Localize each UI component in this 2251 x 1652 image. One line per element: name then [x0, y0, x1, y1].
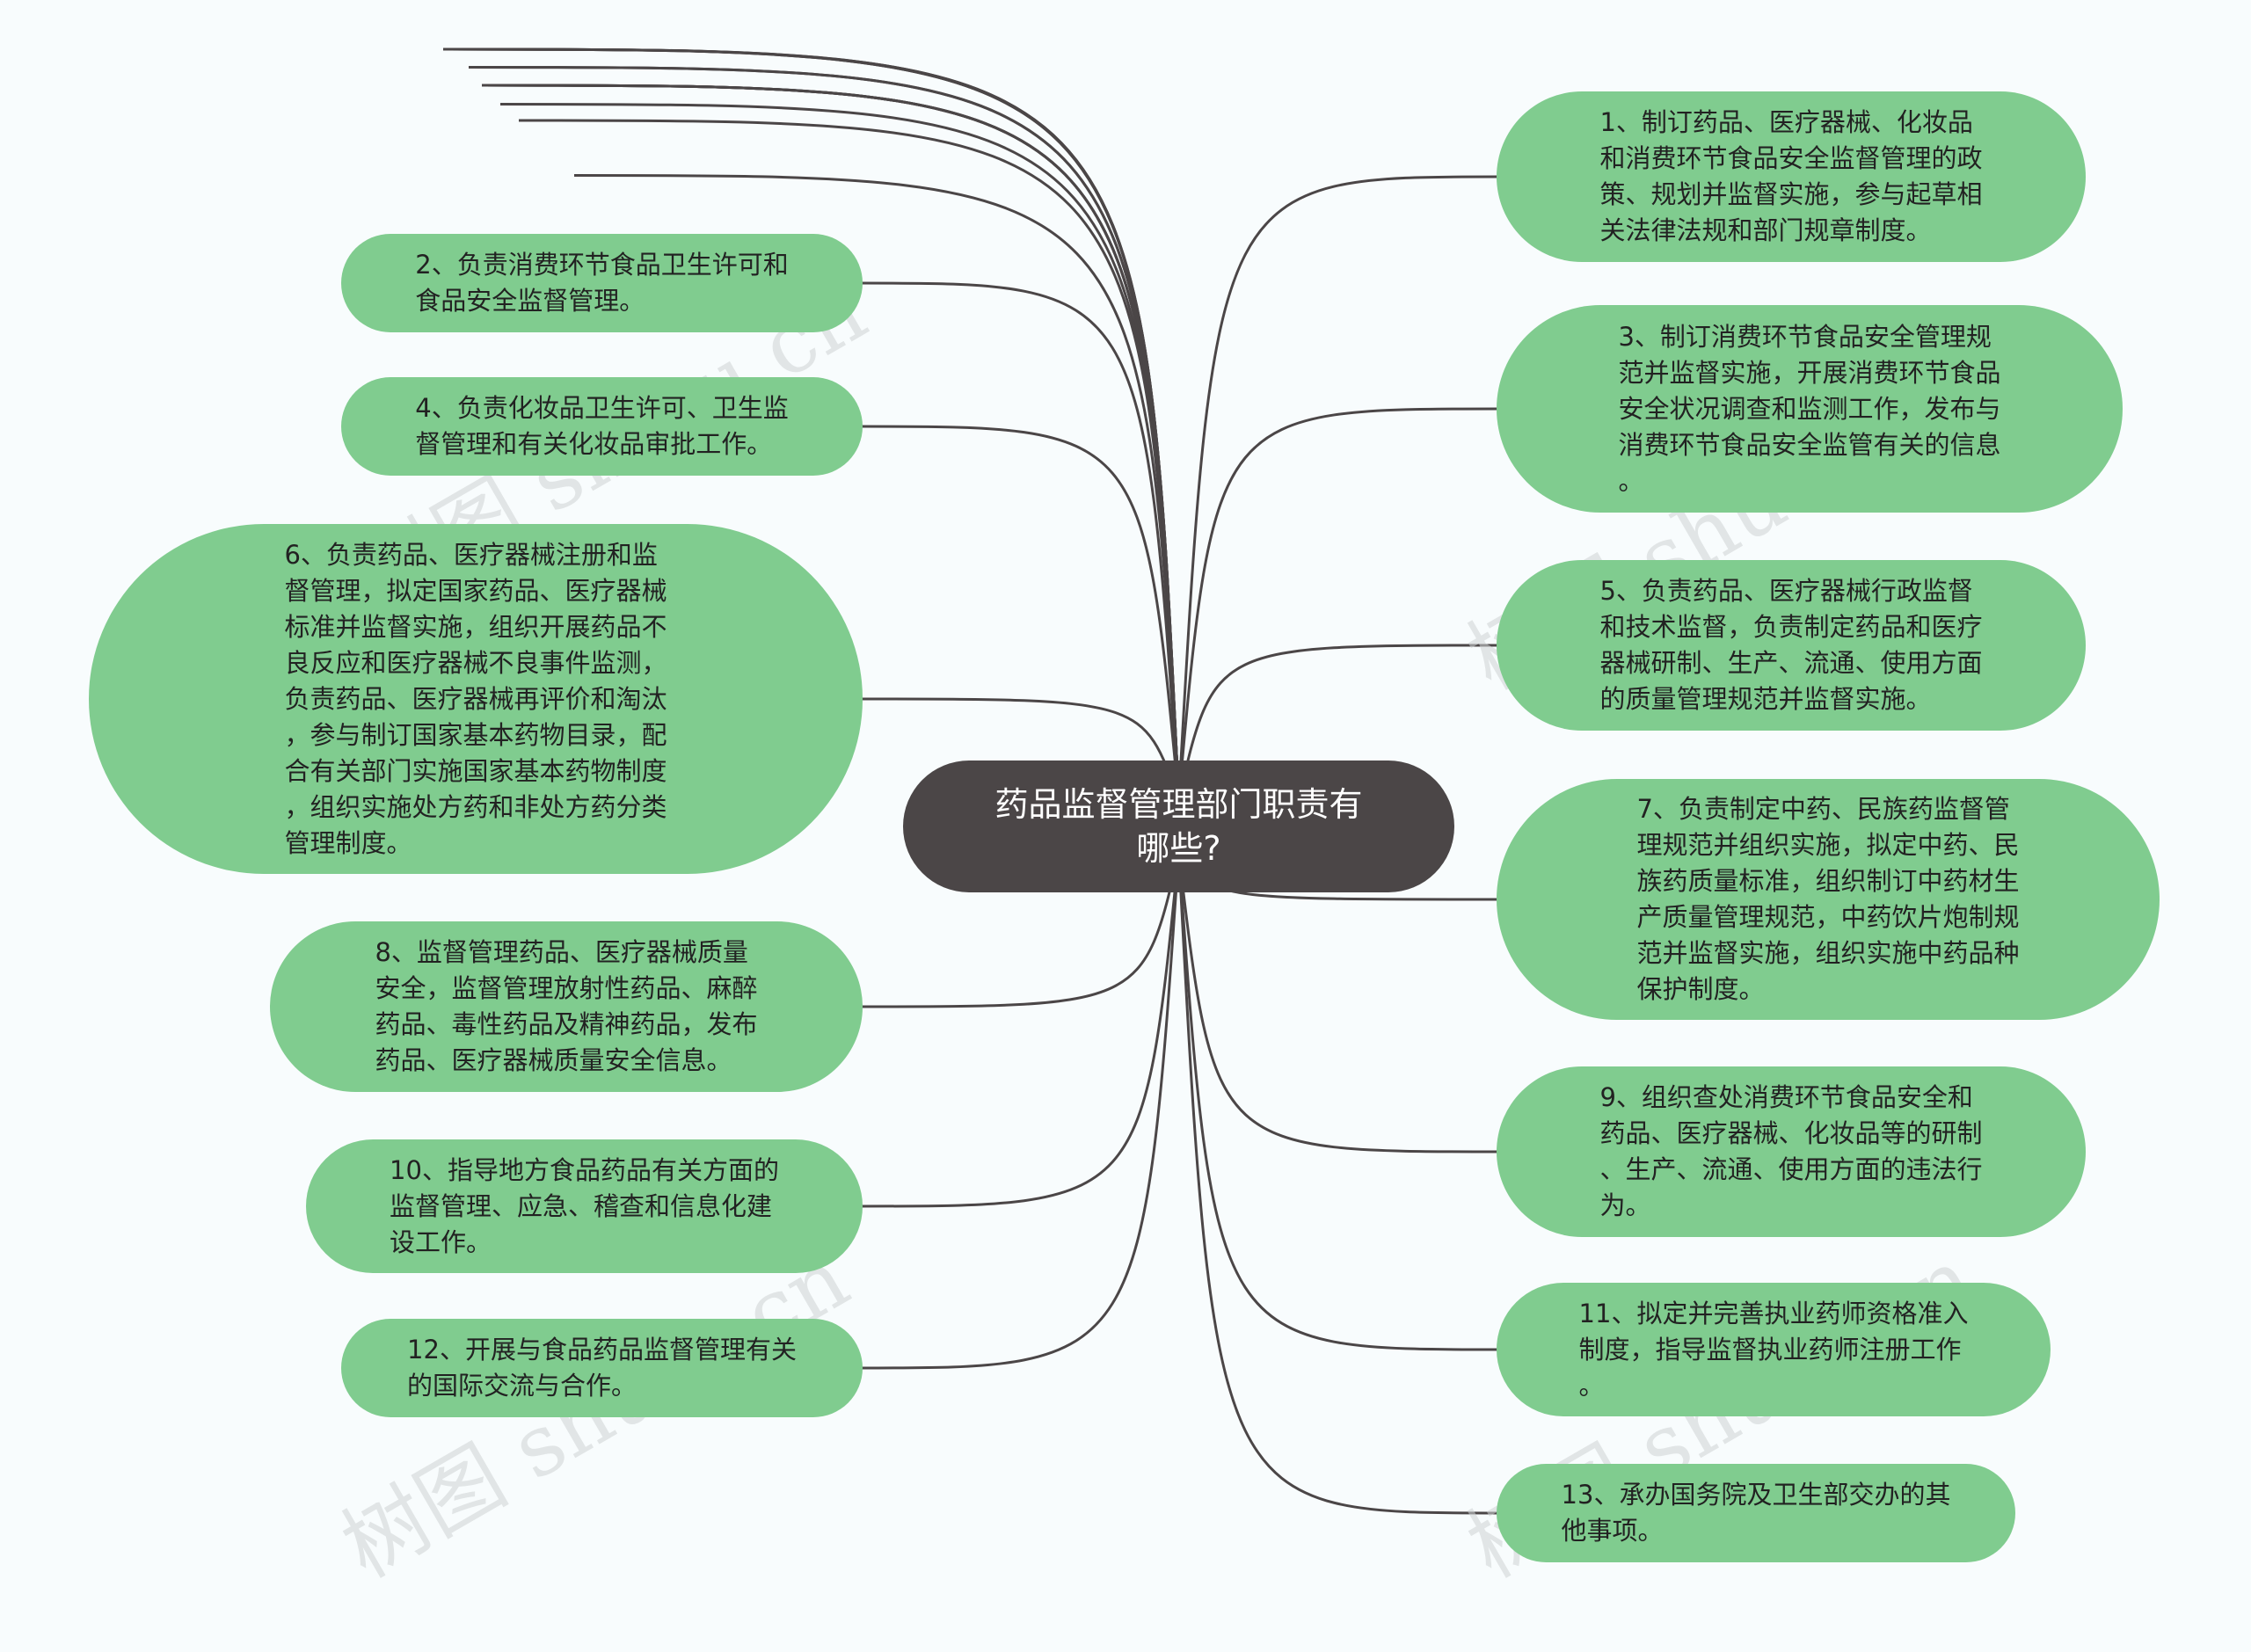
connector-line-19 [858, 852, 1180, 1208]
topic-node-10[interactable]: 10、指导地方食品药品有关方面的 监督管理、应急、稽查和信息化建 设工作。 [306, 1139, 863, 1273]
topic-node-text: 3、制订消费环节食品安全管理规 范并监督实施，开展消费环节食品 安全状况调查和监… [1618, 321, 2001, 496]
topic-node-8[interactable]: 8、监督管理药品、医疗器械质量 安全，监督管理放射性药品、麻醉 药品、毒性药品及… [270, 921, 863, 1092]
topic-node-text: 8、监督管理药品、医疗器械质量 安全，监督管理放射性药品、麻醉 药品、毒性药品及… [375, 937, 758, 1075]
connector-line-1 [1177, 175, 1501, 801]
topic-node-text: 6、负责药品、医疗器械注册和监 督管理，拟定国家药品、医疗器械 标准并监督实施，… [284, 539, 667, 858]
connector-line-23 [858, 852, 1180, 1370]
connector-line-21 [1177, 852, 1501, 1351]
topic-node-2[interactable]: 2、负责消费环节食品卫生许可和 食品安全监督管理。 [341, 234, 863, 332]
topic-node-5[interactable]: 5、负责药品、医疗器械行政监督 和技术监督，负责制定药品和医疗 器械研制、生产、… [1497, 560, 2086, 731]
root-node-text: 药品监督管理部门职责有 哪些? [994, 785, 1363, 868]
topic-node-text: 1、制订药品、医疗器械、化妆品 和消费环节食品安全监督管理的政 策、规划并监督实… [1599, 107, 1983, 245]
connector-line-12 [573, 174, 1180, 801]
connector-line-17 [1177, 852, 1501, 1153]
topic-node-7[interactable]: 7、负责制定中药、民族药监督管 理规范并组织实施，拟定中药、民 族药质量标准，组… [1497, 779, 2160, 1020]
topic-node-4[interactable]: 4、负责化妆品卫生许可、卫生监 督管理和有关化妆品审批工作。 [341, 377, 863, 476]
topic-node-13[interactable]: 13、承办国务院及卫生部交办的其 他事项。 [1497, 1464, 2015, 1562]
topic-node-9[interactable]: 9、组织查处消费环节食品安全和 药品、医疗器械、化妆品等的研制 、生产、流通、使… [1497, 1066, 2086, 1237]
connector-line-15 [858, 852, 1180, 1008]
topic-node-text: 2、负责消费环节食品卫生许可和 食品安全监督管理。 [415, 250, 789, 316]
connector-line-5 [1177, 407, 1501, 801]
topic-node-text: 11、拟定并完善执业药师资格准入 制度，指导监督执业药师注册工作 。 [1578, 1298, 1969, 1401]
topic-node-text: 10、指导地方食品药品有关方面的 监督管理、应急、稽查和信息化建 设工作。 [390, 1154, 779, 1257]
topic-node-text: 9、组织查处消费环节食品安全和 药品、医疗器械、化妆品等的研制 、生产、流通、使… [1599, 1082, 1983, 1220]
topic-node-11[interactable]: 11、拟定并完善执业药师资格准入 制度，指导监督执业药师注册工作 。 [1497, 1283, 2051, 1416]
topic-node-text: 12、开展与食品药品监督管理有关 的国际交流与合作。 [407, 1335, 797, 1401]
connector-line-9 [1177, 644, 1501, 801]
root-node[interactable]: 药品监督管理部门职责有 哪些? [903, 761, 1454, 892]
connector-line-3 [858, 281, 1180, 801]
topic-node-12[interactable]: 12、开展与食品药品监督管理有关 的国际交流与合作。 [341, 1319, 863, 1417]
topic-node-text: 7、负责制定中药、民族药监督管 理规范并组织实施，拟定中药、民 族药质量标准，组… [1636, 794, 2020, 1004]
topic-node-6[interactable]: 6、负责药品、医疗器械注册和监 督管理，拟定国家药品、医疗器械 标准并监督实施，… [89, 524, 863, 874]
connector-line-25 [1177, 852, 1501, 1515]
connector-line-26 [450, 47, 1180, 801]
topic-node-text: 5、负责药品、医疗器械行政监督 和技术监督，负责制定药品和医疗 器械研制、生产、… [1599, 576, 1983, 714]
topic-node-3[interactable]: 3、制订消费环节食品安全管理规 范并监督实施，开展消费环节食品 安全状况调查和监… [1497, 305, 2123, 513]
topic-node-text: 13、承办国务院及卫生部交办的其 他事项。 [1561, 1480, 1951, 1546]
connector-line-7 [858, 425, 1180, 801]
topic-node-text: 4、负责化妆品卫生许可、卫生监 督管理和有关化妆品审批工作。 [415, 393, 789, 459]
topic-node-1[interactable]: 1、制订药品、医疗器械、化妆品 和消费环节食品安全监督管理的政 策、规划并监督实… [1497, 91, 2086, 262]
